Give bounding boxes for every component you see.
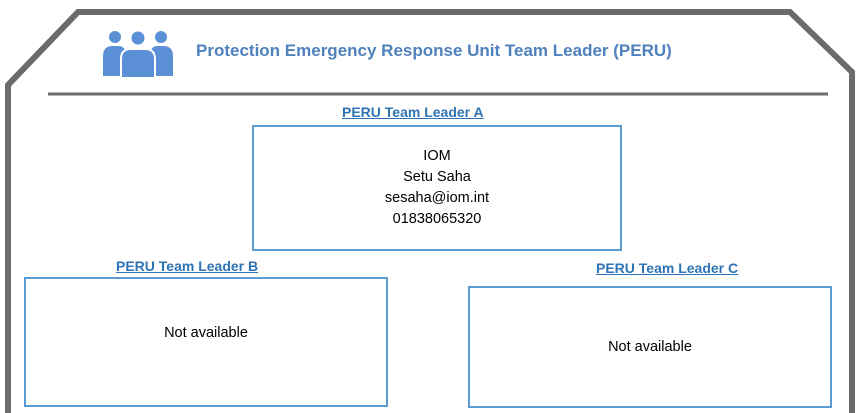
team-leader-a-phone: 01838065320 xyxy=(392,211,482,227)
team-leader-b-card: Not available xyxy=(24,277,388,407)
team-leader-c-label: PERU Team Leader C xyxy=(596,260,739,276)
team-leader-c-card: Not available xyxy=(468,286,832,408)
page-title: Protection Emergency Response Unit Team … xyxy=(196,41,672,60)
team-leader-a-name: Setu Saha xyxy=(403,169,471,185)
team-leader-b-status: Not available xyxy=(164,325,248,341)
frame-outline xyxy=(5,9,855,413)
team-leader-a-label: PERU Team Leader A xyxy=(342,104,484,120)
team-leader-a-card: IOM Setu Saha sesaha@iom.int 01838065320 xyxy=(252,125,622,251)
team-leader-a-email: sesaha@iom.int xyxy=(384,190,490,206)
people-group-icon xyxy=(103,29,173,78)
team-leader-a-org: IOM xyxy=(423,148,451,164)
team-leader-b-label: PERU Team Leader B xyxy=(116,258,259,274)
team-leader-c-status: Not available xyxy=(608,338,692,355)
